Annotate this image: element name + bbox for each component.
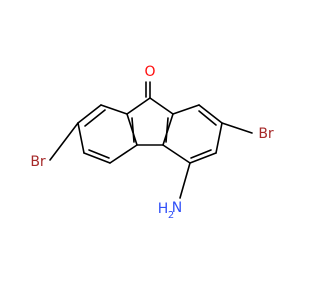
right-ring-bond <box>215 122 223 154</box>
left-ring-double-bond <box>84 109 106 127</box>
left-ring-bond <box>83 152 111 164</box>
oxygen-label: O <box>144 64 155 80</box>
left-ring-double-bond <box>131 117 135 143</box>
bromine-left-label: Br <box>30 154 46 170</box>
bromine-right-label: Br <box>258 126 274 142</box>
left-ring-bond <box>77 104 102 124</box>
right-ring-double-bond <box>165 117 169 143</box>
left-ring-bond <box>100 104 128 115</box>
left-ring-double-bond <box>88 149 110 159</box>
bromine-left-bond <box>49 122 79 161</box>
amine-hydrogen-count-label: 2 <box>168 210 174 221</box>
right-ring-bond <box>172 104 200 115</box>
ring5-bond <box>162 113 174 146</box>
nitrogen-label: N <box>172 200 182 216</box>
structure-drawing: O Br Br N H 2 <box>30 64 274 221</box>
right-ring-double-bond <box>190 149 212 159</box>
ring5-bond <box>149 97 174 115</box>
ring5-bond <box>126 97 151 115</box>
left-ring-bond <box>77 122 85 154</box>
right-ring-bond <box>198 104 223 124</box>
molecule-canvas: O Br Br N H 2 <box>30 64 274 221</box>
left-ring-bond <box>109 144 138 164</box>
ring5-bond <box>126 113 138 146</box>
right-ring-double-bond <box>198 110 217 126</box>
bromine-right-bond <box>221 122 253 134</box>
right-ring-bond <box>162 144 191 164</box>
amine-bond <box>179 162 191 199</box>
right-ring-bond <box>189 152 217 164</box>
bond-layer <box>49 81 253 199</box>
amine-hydrogen-label: H <box>158 201 169 217</box>
